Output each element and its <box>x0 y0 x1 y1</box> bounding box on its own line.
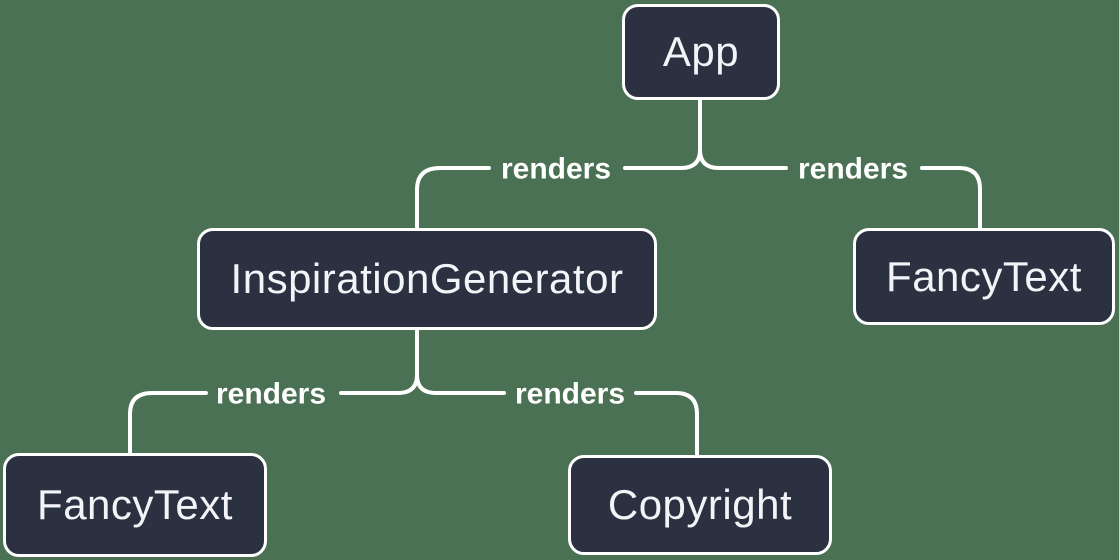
edge-app-right-flare <box>698 148 788 170</box>
edge-app-junction <box>623 98 788 170</box>
edge-ig-stem-left-flare <box>339 328 419 395</box>
node-fancy-text-bottom-label: FancyText <box>37 481 233 528</box>
edge-inspirationgenerator-copyright <box>634 391 699 457</box>
node-fancy-text-top: FancyText <box>853 228 1115 325</box>
edge-app-inspirationgenerator <box>415 166 491 230</box>
node-copyright: Copyright <box>568 455 832 555</box>
node-inspiration-generator-label: InspirationGenerator <box>230 255 624 302</box>
node-app: App <box>622 4 780 100</box>
edge-app-inspirationgenerator-elbow <box>415 166 491 230</box>
node-app-label: App <box>662 28 740 75</box>
edge-app-fancytext <box>920 166 982 230</box>
edge-label-inspirationgenerator-copyright: renders <box>515 378 625 411</box>
edge-label-inspirationgenerator-fancytext: renders <box>216 378 326 411</box>
edge-inspirationgenerator-fancytext <box>128 391 208 455</box>
edge-ig-copyright-elbow <box>634 391 699 457</box>
edge-ig-right-flare <box>415 373 506 395</box>
edge-app-stem-left-flare <box>623 98 702 170</box>
edge-inspirationgenerator-junction <box>339 328 506 395</box>
node-inspiration-generator: InspirationGenerator <box>197 228 657 330</box>
node-copyright-label: Copyright <box>607 481 793 528</box>
edge-ig-fancytext-elbow <box>128 391 208 455</box>
node-fancy-text-top-label: FancyText <box>886 252 1082 300</box>
node-fancy-text-bottom: FancyText <box>3 453 267 557</box>
edge-label-app-inspirationgenerator: renders <box>501 153 611 186</box>
edge-app-fancytext-elbow <box>920 166 982 230</box>
edge-label-app-fancytext: renders <box>798 153 908 186</box>
